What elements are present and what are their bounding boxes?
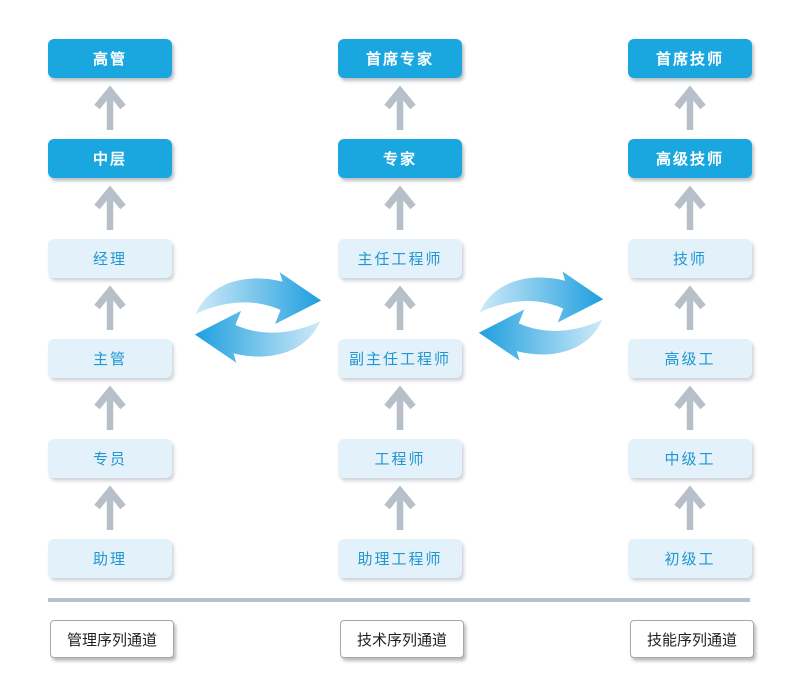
channel-label-skill: 技能序列通道 bbox=[630, 620, 754, 658]
up-arrow-icon bbox=[92, 484, 128, 534]
up-arrow-icon bbox=[382, 484, 418, 534]
up-arrow-icon bbox=[382, 84, 418, 134]
up-arrow-icon bbox=[92, 84, 128, 134]
up-arrow-icon bbox=[672, 184, 708, 234]
swap-cycle-arrows-icon bbox=[194, 272, 322, 363]
level-box: 初级工 bbox=[628, 539, 752, 578]
level-box: 技师 bbox=[628, 239, 752, 278]
level-box: 专家 bbox=[338, 139, 462, 178]
level-box: 首席技师 bbox=[628, 39, 752, 78]
level-box: 工程师 bbox=[338, 439, 462, 478]
level-box: 主任工程师 bbox=[338, 239, 462, 278]
level-box: 副主任工程师 bbox=[338, 339, 462, 378]
level-box: 专员 bbox=[48, 439, 172, 478]
level-box: 中级工 bbox=[628, 439, 752, 478]
channel-label-management: 管理序列通道 bbox=[50, 620, 174, 658]
level-box: 首席专家 bbox=[338, 39, 462, 78]
up-arrow-icon bbox=[382, 184, 418, 234]
level-box: 经理 bbox=[48, 239, 172, 278]
level-box: 助理工程师 bbox=[338, 539, 462, 578]
level-box: 高级技师 bbox=[628, 139, 752, 178]
level-box: 高级工 bbox=[628, 339, 752, 378]
level-box: 助理 bbox=[48, 539, 172, 578]
level-box: 中层 bbox=[48, 139, 172, 178]
up-arrow-icon bbox=[92, 284, 128, 334]
level-box: 高管 bbox=[48, 39, 172, 78]
up-arrow-icon bbox=[672, 84, 708, 134]
level-box: 主管 bbox=[48, 339, 172, 378]
up-arrow-icon bbox=[672, 484, 708, 534]
separator-line bbox=[48, 598, 750, 602]
up-arrow-icon bbox=[382, 284, 418, 334]
up-arrow-icon bbox=[672, 384, 708, 434]
up-arrow-icon bbox=[92, 184, 128, 234]
channel-label-technical: 技术序列通道 bbox=[340, 620, 464, 658]
up-arrow-icon bbox=[672, 284, 708, 334]
up-arrow-icon bbox=[382, 384, 418, 434]
swap-cycle-arrows-icon bbox=[478, 271, 604, 361]
up-arrow-icon bbox=[92, 384, 128, 434]
